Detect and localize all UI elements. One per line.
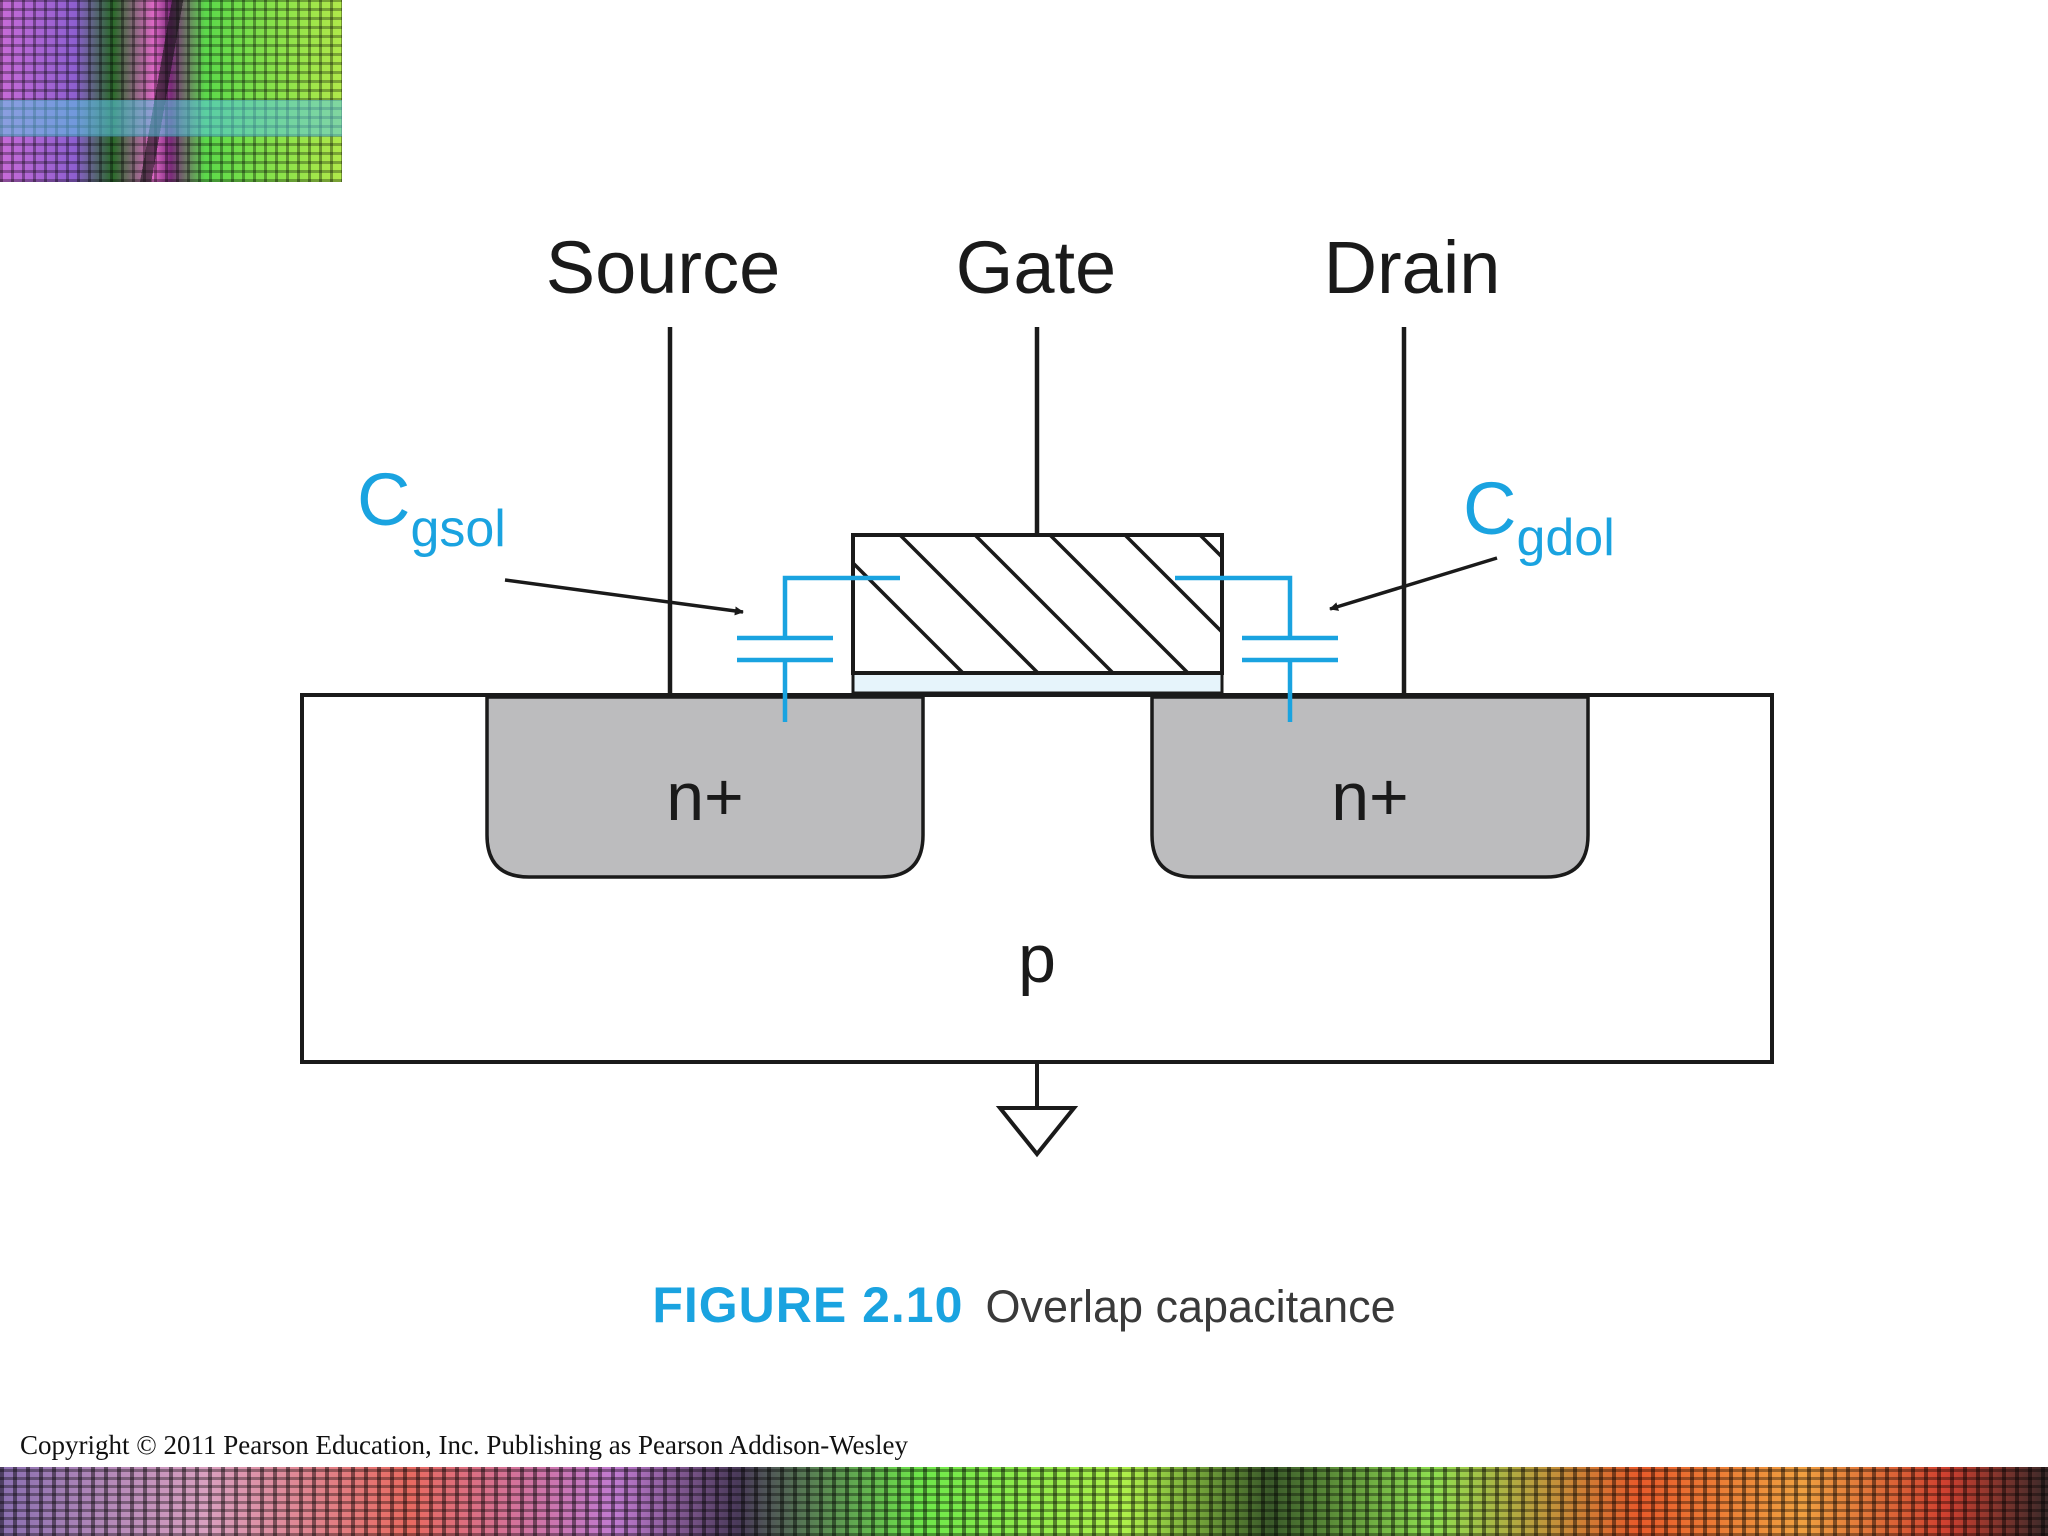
- source-label: Source: [546, 226, 780, 309]
- source-n-plus-region: [485, 695, 925, 879]
- gate-source-overlap-capacitor: [737, 575, 900, 722]
- cgsol-main: C: [357, 458, 410, 541]
- cgsol-pointer-arrow: [504, 578, 744, 616]
- ground-symbol: [995, 1062, 1079, 1158]
- gate-polysilicon: [851, 533, 1224, 675]
- gate-label: Gate: [956, 226, 1116, 309]
- decorative-chip-image-top-left: [0, 0, 342, 182]
- cgdol-subscript: gdol: [1516, 509, 1614, 567]
- decorative-chip-image-footer: [0, 1467, 2048, 1536]
- drain-n-plus-label: n+: [1331, 759, 1409, 835]
- cgsol-subscript: gsol: [410, 500, 505, 558]
- figure-caption: FIGURE 2.10 Overlap capacitance: [0, 1276, 2048, 1334]
- drain-label: Drain: [1324, 226, 1501, 309]
- cgdol-main: C: [1463, 467, 1516, 550]
- cgdol-pointer-arrow: [1329, 556, 1498, 611]
- cgdol-label: Cgdol: [1463, 467, 1615, 567]
- gate-drain-overlap-capacitor: [1175, 575, 1338, 722]
- substrate-p-label: p: [1018, 921, 1056, 997]
- source-n-plus-label: n+: [666, 759, 744, 835]
- cgsol-label: Cgsol: [357, 458, 506, 558]
- figure-title: Overlap capacitance: [985, 1281, 1396, 1332]
- copyright-notice: Copyright © 2011 Pearson Education, Inc.…: [20, 1430, 908, 1460]
- figure-number: FIGURE 2.10: [652, 1277, 964, 1333]
- gate-oxide: [851, 671, 1224, 695]
- drain-n-plus-region: [1150, 695, 1590, 879]
